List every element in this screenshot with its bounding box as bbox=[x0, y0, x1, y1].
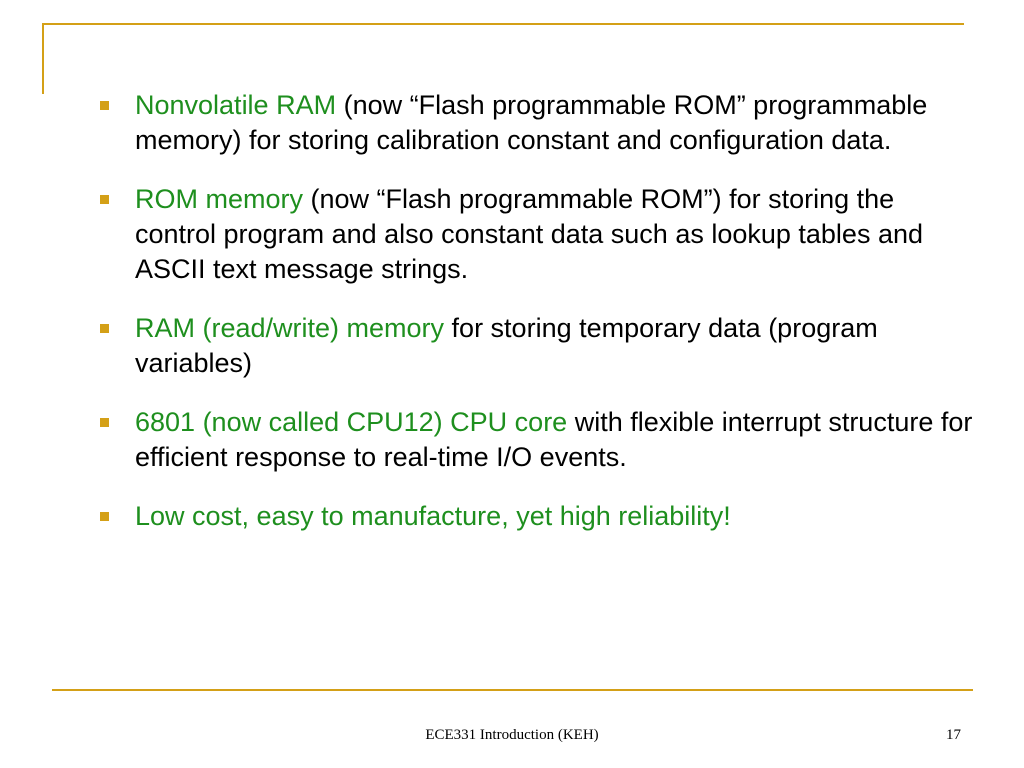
bullet-highlight: RAM (read/write) memory bbox=[135, 313, 445, 343]
square-bullet-icon bbox=[100, 101, 109, 110]
bullet-item-cpu-core: 6801 (now called CPU12) CPU core with fl… bbox=[95, 405, 975, 475]
square-bullet-icon bbox=[100, 324, 109, 333]
square-bullet-icon bbox=[100, 418, 109, 427]
footer-divider bbox=[52, 689, 973, 691]
square-bullet-icon bbox=[100, 512, 109, 521]
footer-title: ECE331 Introduction (KEH) bbox=[425, 727, 599, 743]
bullet-highlight: Nonvolatile RAM bbox=[135, 90, 337, 120]
bullet-item-rom-memory: ROM memory (now “Flash programmable ROM”… bbox=[95, 182, 975, 287]
bullet-item-ram-memory: RAM (read/write) memory for storing temp… bbox=[95, 311, 975, 381]
bullet-list: Nonvolatile RAM (now “Flash programmable… bbox=[95, 88, 975, 558]
page-number: 17 bbox=[946, 727, 961, 743]
bullet-text: for storing temporary data (program vari… bbox=[135, 313, 878, 378]
bullet-text: (now “Flash programmable ROM” programmab… bbox=[135, 90, 928, 155]
bullet-item-nonvolatile-ram: Nonvolatile RAM (now “Flash programmable… bbox=[95, 88, 975, 158]
bullet-highlight: 6801 (now called CPU12) CPU core bbox=[135, 407, 568, 437]
bullet-highlight: Low cost, easy to manufacture, yet high … bbox=[135, 501, 731, 531]
bullet-highlight: ROM memory bbox=[135, 184, 303, 214]
frame-left-rule bbox=[42, 23, 44, 94]
square-bullet-icon bbox=[100, 195, 109, 204]
bullet-item-low-cost: Low cost, easy to manufacture, yet high … bbox=[95, 499, 975, 534]
frame-top-rule bbox=[42, 23, 964, 25]
bullet-text: with flexible interrupt structure for ef… bbox=[135, 407, 973, 472]
bullet-text: (now “Flash programmable ROM”) for stori… bbox=[135, 184, 923, 284]
